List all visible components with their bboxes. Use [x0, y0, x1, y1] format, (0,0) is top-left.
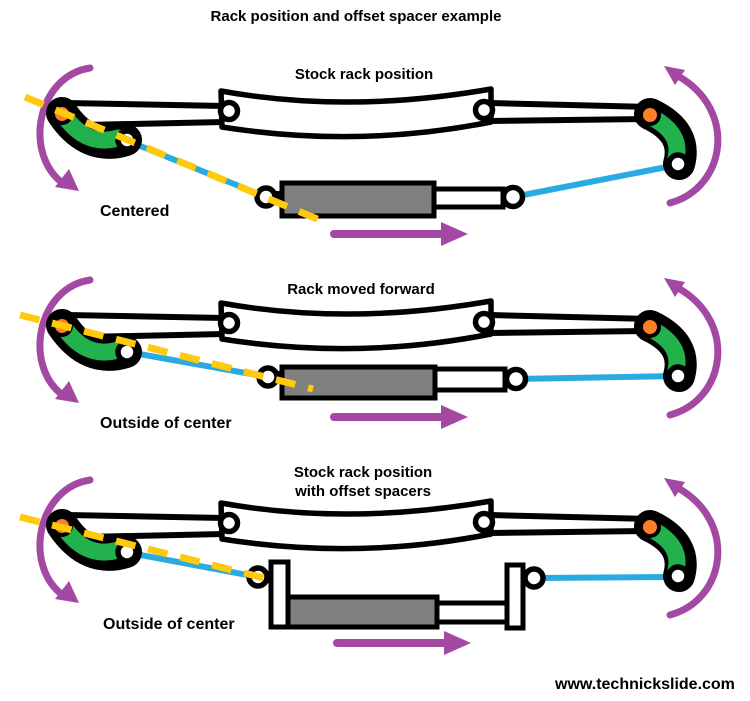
spacer-right-joint — [522, 566, 546, 590]
diagram-title: Stock rack position — [295, 66, 433, 83]
steering-axis-dashed-line — [19, 311, 314, 393]
website-credit: www.technickslide.com — [554, 676, 735, 693]
rack-right-rod — [431, 186, 506, 210]
steering-axis-dashed-line — [23, 93, 324, 225]
rack-body — [285, 594, 440, 630]
page-title: Rack position and offset spacer example — [211, 8, 502, 25]
rack-right-joint — [503, 366, 529, 392]
diagram-title-line2: with offset spacers — [294, 483, 431, 500]
right-tierod — [531, 574, 680, 581]
steering-axis-dashed-line — [19, 513, 277, 585]
rack-body — [279, 180, 437, 219]
rack-travel-arrowhead-icon — [441, 222, 468, 246]
rack-right-rod — [432, 366, 508, 393]
diagram-title-line1: Stock rack position — [294, 464, 432, 481]
diagram-caption: Centered — [100, 203, 169, 220]
right-tierod — [510, 162, 680, 200]
diagram-stock-rack: Stock rack position Centered — [23, 66, 718, 246]
right-tierod — [513, 373, 680, 382]
diagram-title: Rack moved forward — [287, 281, 435, 298]
rack-right-rod — [434, 600, 511, 625]
diagram-rack-forward: Rack moved forward Outside of center — [19, 278, 718, 432]
rack-travel-arrowhead-icon — [444, 631, 471, 655]
diagram-offset-spacers: Stock rack position with offset spacers … — [19, 464, 718, 655]
rack-body — [279, 364, 438, 401]
rack-right-joint — [500, 184, 526, 210]
left-tierod — [127, 550, 261, 580]
rack-travel-arrowhead-icon — [441, 405, 468, 429]
diagram-caption: Outside of center — [100, 415, 232, 432]
left-offset-spacer — [268, 559, 291, 630]
right-offset-spacer — [504, 562, 526, 631]
diagram-caption: Outside of center — [103, 616, 235, 633]
